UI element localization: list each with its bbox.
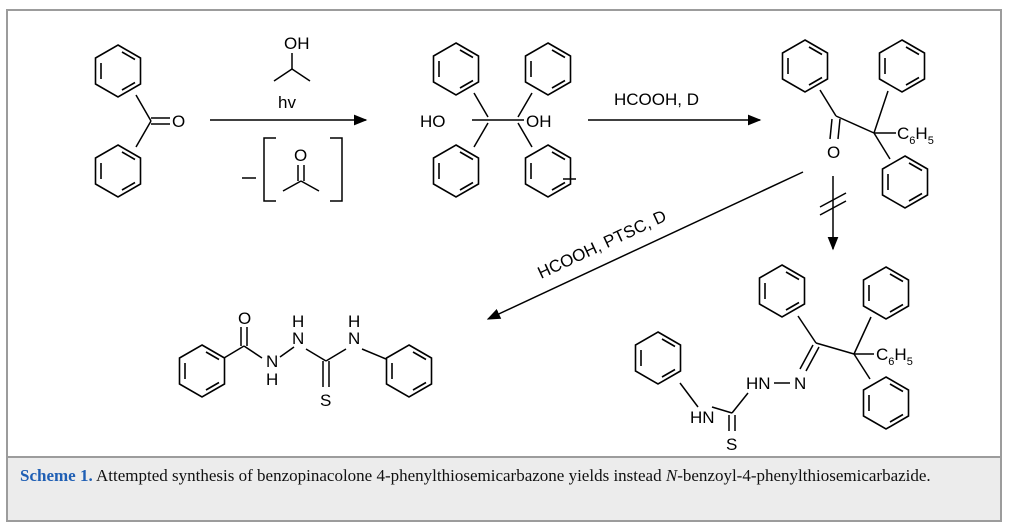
step2: HCOOH, D — [588, 90, 762, 126]
nh2: H — [292, 312, 304, 331]
reagent-oh: OH — [284, 34, 310, 53]
figure-frame: O OH hv O — [6, 9, 1002, 522]
acetone-o: O — [294, 146, 307, 165]
c6h5-2-sub5: 5 — [907, 356, 913, 368]
c6h5-group-2: C6H5 — [876, 345, 913, 368]
s1: S — [320, 391, 331, 410]
atom-carbonyl-o: O — [172, 112, 185, 131]
atom-ho: HO — [420, 112, 446, 131]
c6h5-c: C — [897, 124, 909, 143]
c6h5-h: H — [915, 124, 927, 143]
hn-right: HN — [746, 374, 771, 393]
caption: Scheme 1. Attempted synthesis of benzopi… — [8, 456, 1000, 520]
n2: N — [292, 329, 304, 348]
atom-oh: OH — [526, 112, 552, 131]
caption-label: Scheme 1. — [20, 466, 93, 485]
reagent-hcooh-d: HCOOH, D — [614, 90, 699, 109]
c6h5-sub5: 5 — [928, 135, 934, 147]
c6h5-2-sub6: 6 — [888, 356, 894, 368]
c6h5-2-c: C — [876, 345, 888, 364]
caption-text-italic: N — [665, 466, 678, 485]
reagent-hv: hv — [278, 93, 296, 112]
n3: N — [348, 329, 360, 348]
pinacolone-o: O — [827, 143, 840, 162]
caption-text-a: Attempted synthesis of benzopinacolone 4… — [92, 466, 666, 485]
nh1: H — [266, 370, 278, 389]
c6h5-2-h: H — [894, 345, 906, 364]
s2: S — [726, 435, 737, 454]
hn-left: HN — [690, 408, 715, 427]
benzophenone: O — [94, 44, 185, 198]
c6h5-sub6: 6 — [909, 135, 915, 147]
c6h5-group-1: C6H5 — [897, 124, 934, 147]
n1: N — [266, 352, 278, 371]
reaction-scheme: O OH hv O — [8, 11, 1004, 456]
benzopinacolone: O C6H5 — [781, 39, 934, 209]
benzoyl-thiosemicarbazide: O N H N H S N H — [178, 309, 433, 410]
thiosemicarbazone-product: N HN HN S C6H5 — [634, 264, 913, 454]
benzoyl-o: O — [238, 309, 251, 328]
benzopinacol: HO OH — [420, 42, 576, 198]
caption-text-b: -benzoyl-4-phenylthiosemicarbazide. — [677, 466, 931, 485]
n-eq: N — [794, 374, 806, 393]
step1: OH hv O — [210, 34, 368, 202]
failed-arrow — [819, 176, 847, 251]
step3: HCOOH, PTSC, D — [486, 171, 804, 320]
nh3: H — [348, 312, 360, 331]
